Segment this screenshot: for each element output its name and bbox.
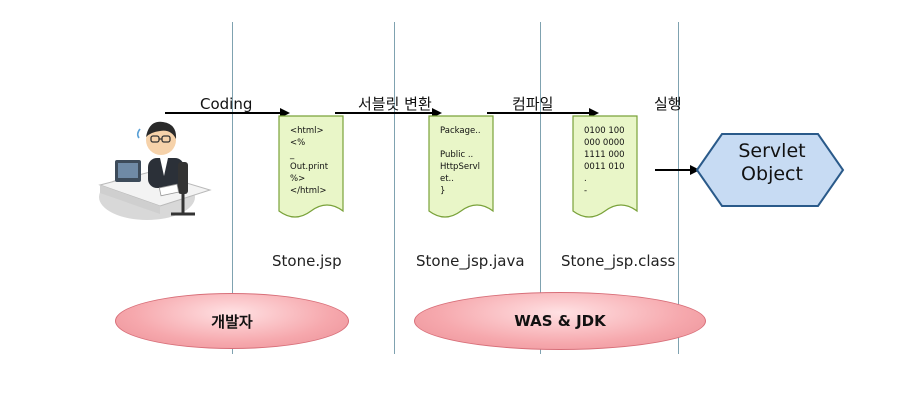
developer-zone-label: 개발자 — [211, 312, 253, 331]
file-name-class: Stone_jsp.class — [561, 252, 676, 270]
jsp-source-document: <html> <% _ Out.print %> </html> — [278, 115, 344, 225]
java-source-document: Package.. Public .. HttpServl et.. } — [428, 115, 494, 225]
file-name-java: Stone_jsp.java — [416, 252, 525, 270]
divider-line — [678, 22, 679, 354]
code-line: %> — [290, 174, 306, 184]
code-line: Package.. — [440, 126, 481, 136]
servlet-object-hexagon — [695, 133, 845, 207]
code-line: - — [584, 186, 588, 196]
code-line: </html> — [290, 186, 327, 196]
class-file-document: 0100 100 000 0000 1111 000 0011 010 . - — [572, 115, 638, 225]
was-jdk-zone: WAS & JDK — [414, 292, 706, 350]
code-line: . — [584, 174, 587, 184]
divider-line — [232, 22, 233, 354]
servlet-conversion-label: 서블릿 변환 — [358, 95, 432, 113]
was-jdk-zone-label: WAS & JDK — [514, 312, 606, 330]
document-shape — [278, 115, 344, 218]
code-line: Public .. — [440, 150, 474, 160]
code-line — [440, 137, 492, 149]
code-line: 0011 010 — [584, 162, 625, 172]
code-line: 000 0000 — [584, 138, 625, 148]
divider-line — [540, 22, 541, 354]
code-line: } — [440, 186, 446, 196]
coding-label: Coding — [200, 95, 253, 113]
file-name-jsp: Stone.jsp — [272, 252, 342, 270]
document-shape — [428, 115, 494, 218]
code-line: 1111 000 — [584, 150, 625, 160]
code-line: et.. — [440, 174, 454, 184]
document-shape — [572, 115, 638, 218]
servlet-object-label: Servlet Object — [738, 140, 806, 185]
developer-zone: 개발자 — [115, 293, 349, 349]
divider-line — [394, 22, 395, 354]
code-line: _ — [290, 150, 295, 160]
execute-label: 실행 — [654, 95, 682, 113]
code-line: HttpServl — [440, 162, 480, 172]
code-line: <html> — [290, 126, 324, 136]
compile-label: 컴파일 — [512, 95, 554, 113]
code-line: 0100 100 — [584, 126, 625, 136]
code-line: Out.print — [290, 162, 329, 172]
developer-illustration — [98, 121, 212, 220]
code-line: <% — [290, 138, 306, 148]
